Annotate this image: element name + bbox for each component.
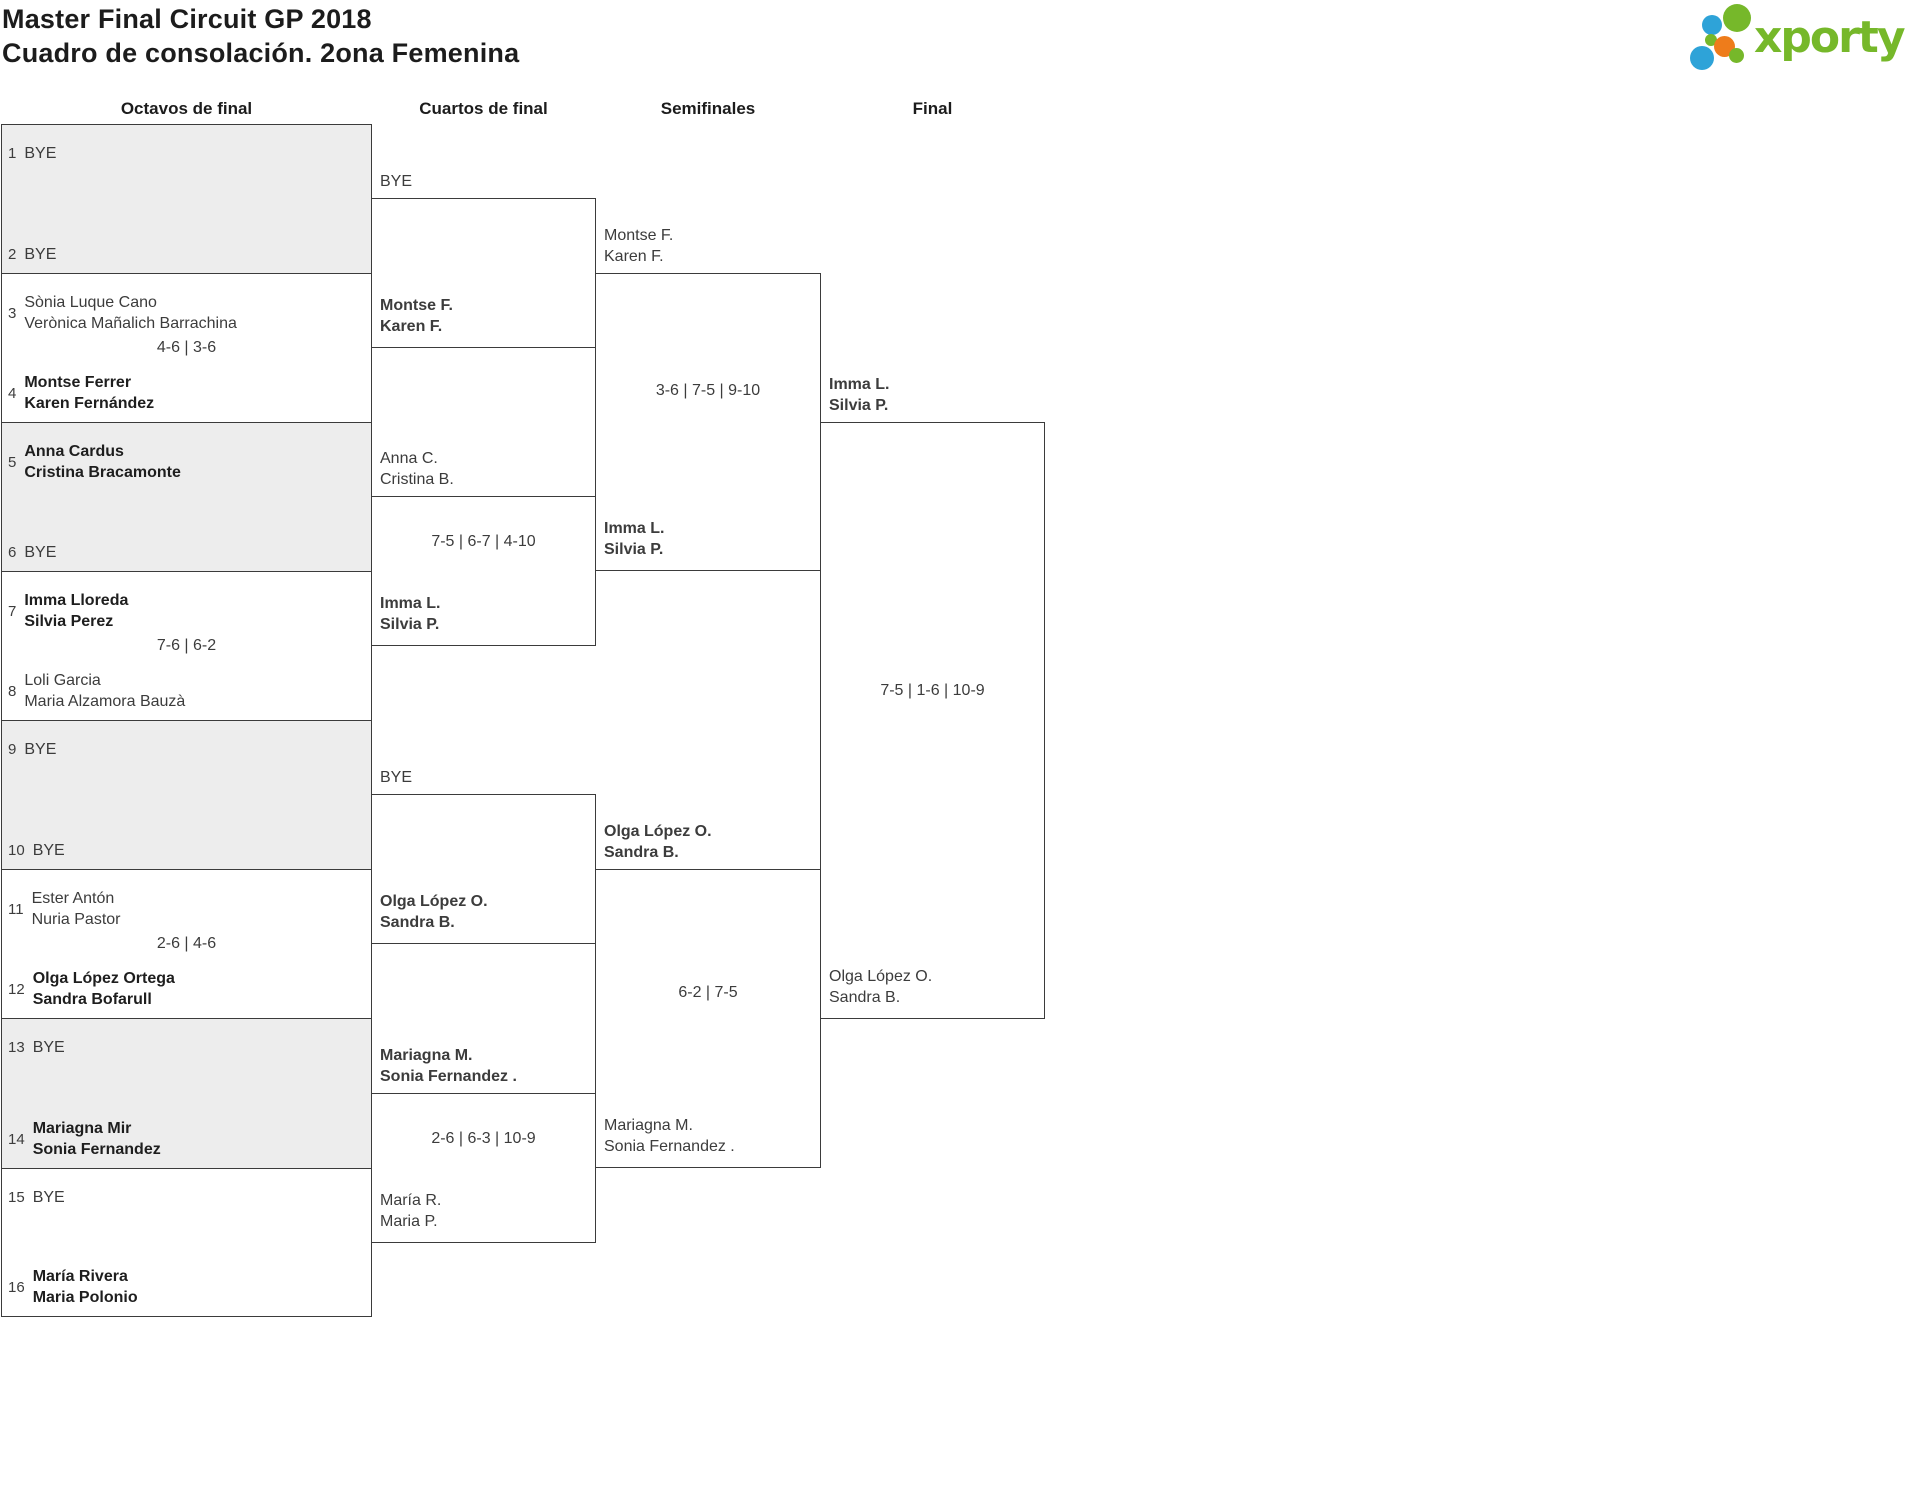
participant-names: BYE <box>24 544 57 561</box>
participant-bottom-label: Imma L.Silvia P. <box>604 520 665 558</box>
seed-number: 2 <box>8 246 17 263</box>
participant-top-label: Imma L.Silvia P. <box>829 376 890 414</box>
participant-bottom-label: María R.Maria P. <box>380 1192 442 1230</box>
participant-top-label: Mariagna M.Sonia Fernandez . <box>380 1047 517 1085</box>
participant-bottom-label: Mariagna M.Sonia Fernandez . <box>604 1117 735 1155</box>
match-final[interactable]: Imma L.Silvia P. 7-5 | 1-6 | 10-9 Olga L… <box>820 376 1045 1019</box>
participant-top: 15 BYE <box>8 1187 65 1208</box>
participant-bottom: 2 BYE <box>8 244 56 265</box>
participant-top-label: Anna C.Cristina B. <box>380 450 454 488</box>
match-score: 4-6 | 3-6 <box>156 339 217 356</box>
seed-number: 5 <box>8 453 17 471</box>
participant-top: 1 BYE <box>8 143 56 164</box>
round-header-cuartos: Cuartos de final <box>419 99 548 118</box>
participant-names: BYE <box>24 741 57 758</box>
tournament-title: Master Final Circuit GP 2018 <box>2 4 372 34</box>
logo-dot-icon <box>1723 4 1751 32</box>
seed-number: 4 <box>8 384 17 402</box>
participant-top-label: BYE <box>380 769 413 786</box>
logo-dot-icon <box>1690 46 1714 70</box>
match-score: 2-6 | 6-3 | 10-9 <box>431 1130 536 1147</box>
participant-names: BYE <box>32 1189 65 1206</box>
seed-number: 11 <box>8 900 24 918</box>
seed-number: 14 <box>8 1130 25 1148</box>
round-header-final: Final <box>912 99 953 118</box>
logo-dot-icon <box>1702 15 1722 35</box>
participant-bottom-label: Imma L.Silvia P. <box>380 595 441 633</box>
participant-names: BYE <box>24 246 57 263</box>
seed-number: 9 <box>8 741 17 758</box>
participant-bottom-label: Olga López O.Sandra B. <box>380 893 488 931</box>
seed-number: 12 <box>8 980 25 998</box>
round-header-octavos: Octavos de final <box>120 99 253 118</box>
logo-wordmark: xporty <box>1754 12 1906 63</box>
participant-top-label: Montse F.Karen F. <box>604 227 674 265</box>
match-score: 6-2 | 7-5 <box>678 984 738 1001</box>
seed-number: 15 <box>8 1189 25 1206</box>
participant-top-label: Olga López O.Sandra B. <box>604 823 712 861</box>
match-score: 7-6 | 6-2 <box>156 637 217 654</box>
match-semifinal-1[interactable]: Montse F.Karen F. 3-6 | 7-5 | 9-10 Imma … <box>595 227 821 571</box>
participant-bottom-label: Montse F.Karen F. <box>380 297 453 335</box>
match-octavos-1[interactable]: 1 BYE 2 BYE <box>1 124 372 274</box>
match-score: 7-5 | 6-7 | 4-10 <box>431 533 536 550</box>
participant-bottom-label: Olga López O.Sandra B. <box>829 968 933 1006</box>
seed-number: 10 <box>8 842 25 859</box>
match-cuartos-1[interactable]: BYE Montse F.Karen F. <box>371 173 596 348</box>
match-semifinal-2[interactable]: Olga López O.Sandra B. 6-2 | 7-5 Mariagn… <box>595 823 821 1168</box>
seed-number: 3 <box>8 304 17 322</box>
match-score: 2-6 | 4-6 <box>156 935 217 952</box>
participant-top-label: BYE <box>380 173 413 190</box>
participant-top: 9 BYE <box>8 739 56 760</box>
page-title-block: Master Final Circuit GP 2018 Cuadro de c… <box>2 2 519 70</box>
match-cuartos-3[interactable]: BYE Olga López O.Sandra B. <box>371 769 596 944</box>
seed-number: 6 <box>8 544 17 561</box>
participant-bottom: 6 BYE <box>8 542 56 563</box>
seed-number: 8 <box>8 682 17 700</box>
participant-top: 13 BYE <box>8 1037 65 1058</box>
match-score: 7-5 | 1-6 | 10-9 <box>880 682 985 699</box>
participant-names: BYE <box>24 145 57 162</box>
seed-number: 1 <box>8 145 17 162</box>
match-cuartos-4[interactable]: Mariagna M.Sonia Fernandez . 2-6 | 6-3 |… <box>371 1047 596 1243</box>
round-header-semifinales: Semifinales <box>660 99 756 118</box>
seed-number: 13 <box>8 1039 25 1056</box>
participant-names: BYE <box>32 842 65 859</box>
seed-number: 7 <box>8 602 17 620</box>
match-score: 3-6 | 7-5 | 9-10 <box>655 382 761 399</box>
bracket-subtitle: Cuadro de consolación. 2ona Femenina <box>2 38 520 68</box>
participant-bottom: 10 BYE <box>8 840 65 861</box>
match-octavos-5[interactable]: 9 BYE 10 BYE <box>1 720 372 870</box>
match-cuartos-2[interactable]: Anna C.Cristina B. 7-5 | 6-7 | 4-10 Imma… <box>371 450 596 646</box>
seed-number: 16 <box>8 1278 25 1296</box>
xporty-logo[interactable]: xporty <box>1690 4 1920 76</box>
participant-names: BYE <box>32 1039 65 1056</box>
logo-dot-icon <box>1729 48 1744 63</box>
